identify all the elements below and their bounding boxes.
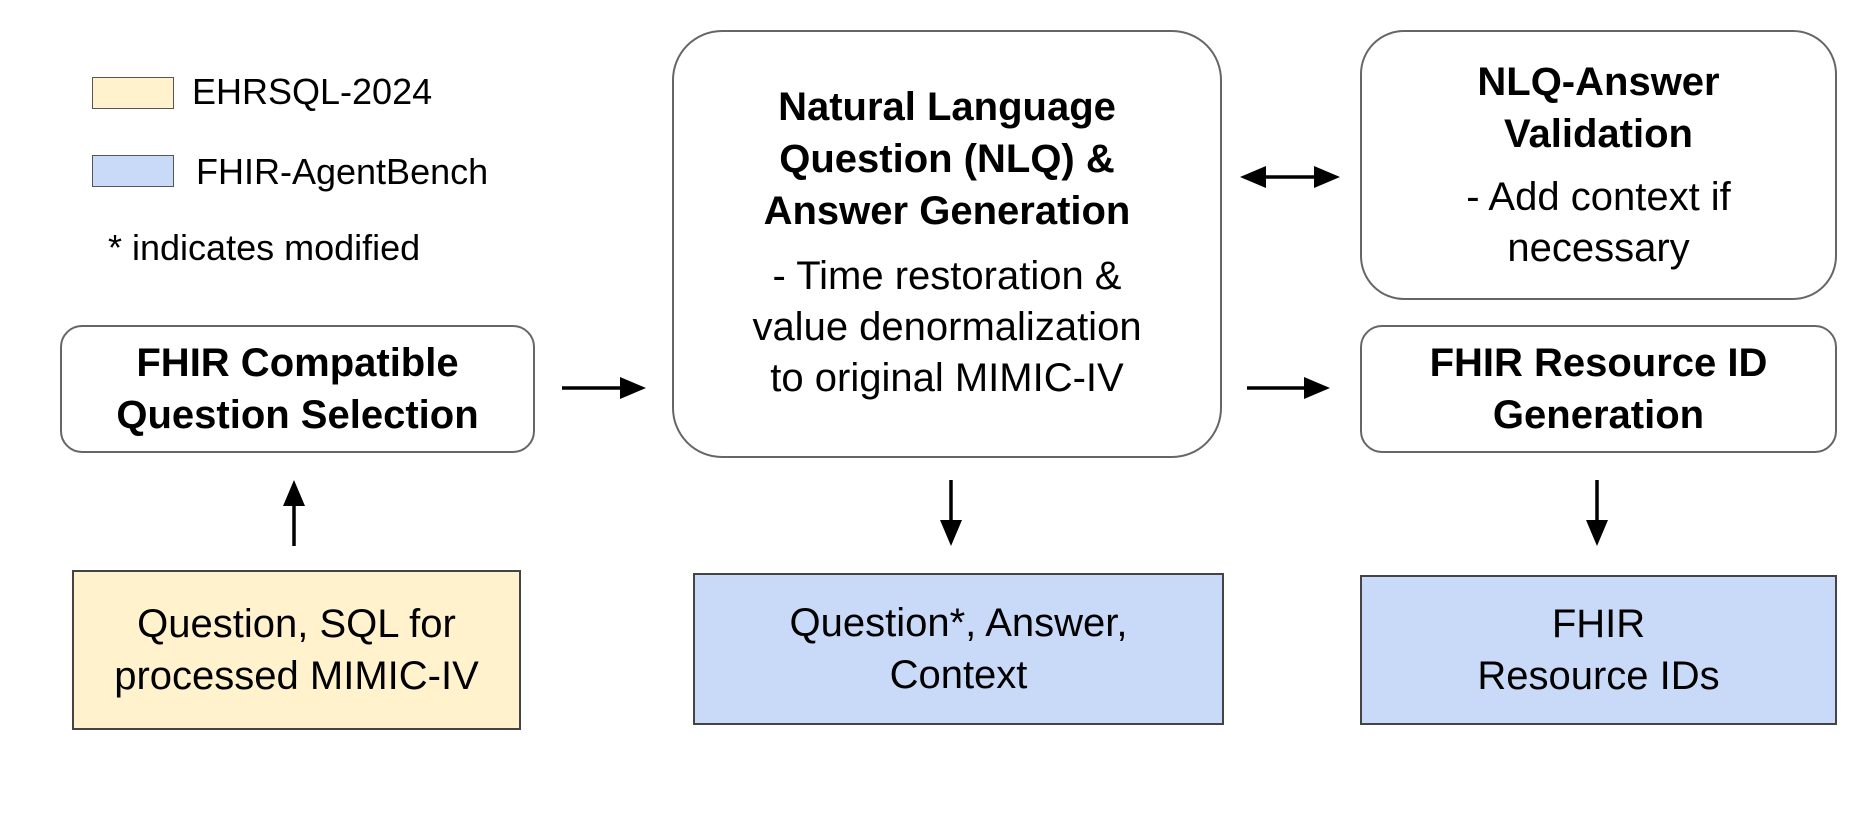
question-selection-title: FHIR Compatible Question Selection [116,341,479,437]
arrow-selection-to-generation [562,377,646,399]
output-ids-box: FHIR Resource IDs [1360,575,1837,725]
nlq-generation-note: - Time restoration & value denormalizati… [752,253,1142,400]
resource-id-generation-box: FHIR Resource ID Generation [1360,325,1837,453]
legend-swatch-ehrsql [92,77,174,109]
source-data-box: Question, SQL for processed MIMIC-IV [72,570,521,730]
legend-label-fhir: FHIR-AgentBench [196,151,489,192]
nlq-validation-title: NLQ-Answer Validation [1477,60,1720,156]
nlq-validation-box: NLQ-Answer Validation - Add context if n… [1360,30,1837,300]
output-qa-box: Question*, Answer, Context [693,573,1224,725]
arrow-generation-validation-bidirectional [1240,166,1340,188]
nlq-validation-note: - Add context if necessary [1466,175,1731,270]
nlq-generation-title: Natural Language Question (NLQ) & Answer… [763,84,1131,233]
legend-swatch-fhir [92,155,174,187]
arrow-generation-to-output [940,480,962,546]
arrow-source-to-selection [283,480,305,546]
resource-id-generation-title: FHIR Resource ID Generation [1429,341,1768,437]
arrow-generation-to-resource-id [1247,377,1330,399]
legend-modified-note: * indicates modified [108,227,421,268]
arrow-resource-id-to-output [1586,480,1608,546]
legend-label-ehrsql: EHRSQL-2024 [192,71,433,112]
nlq-generation-box: Natural Language Question (NLQ) & Answer… [672,30,1222,458]
question-selection-box: FHIR Compatible Question Selection [60,325,535,453]
